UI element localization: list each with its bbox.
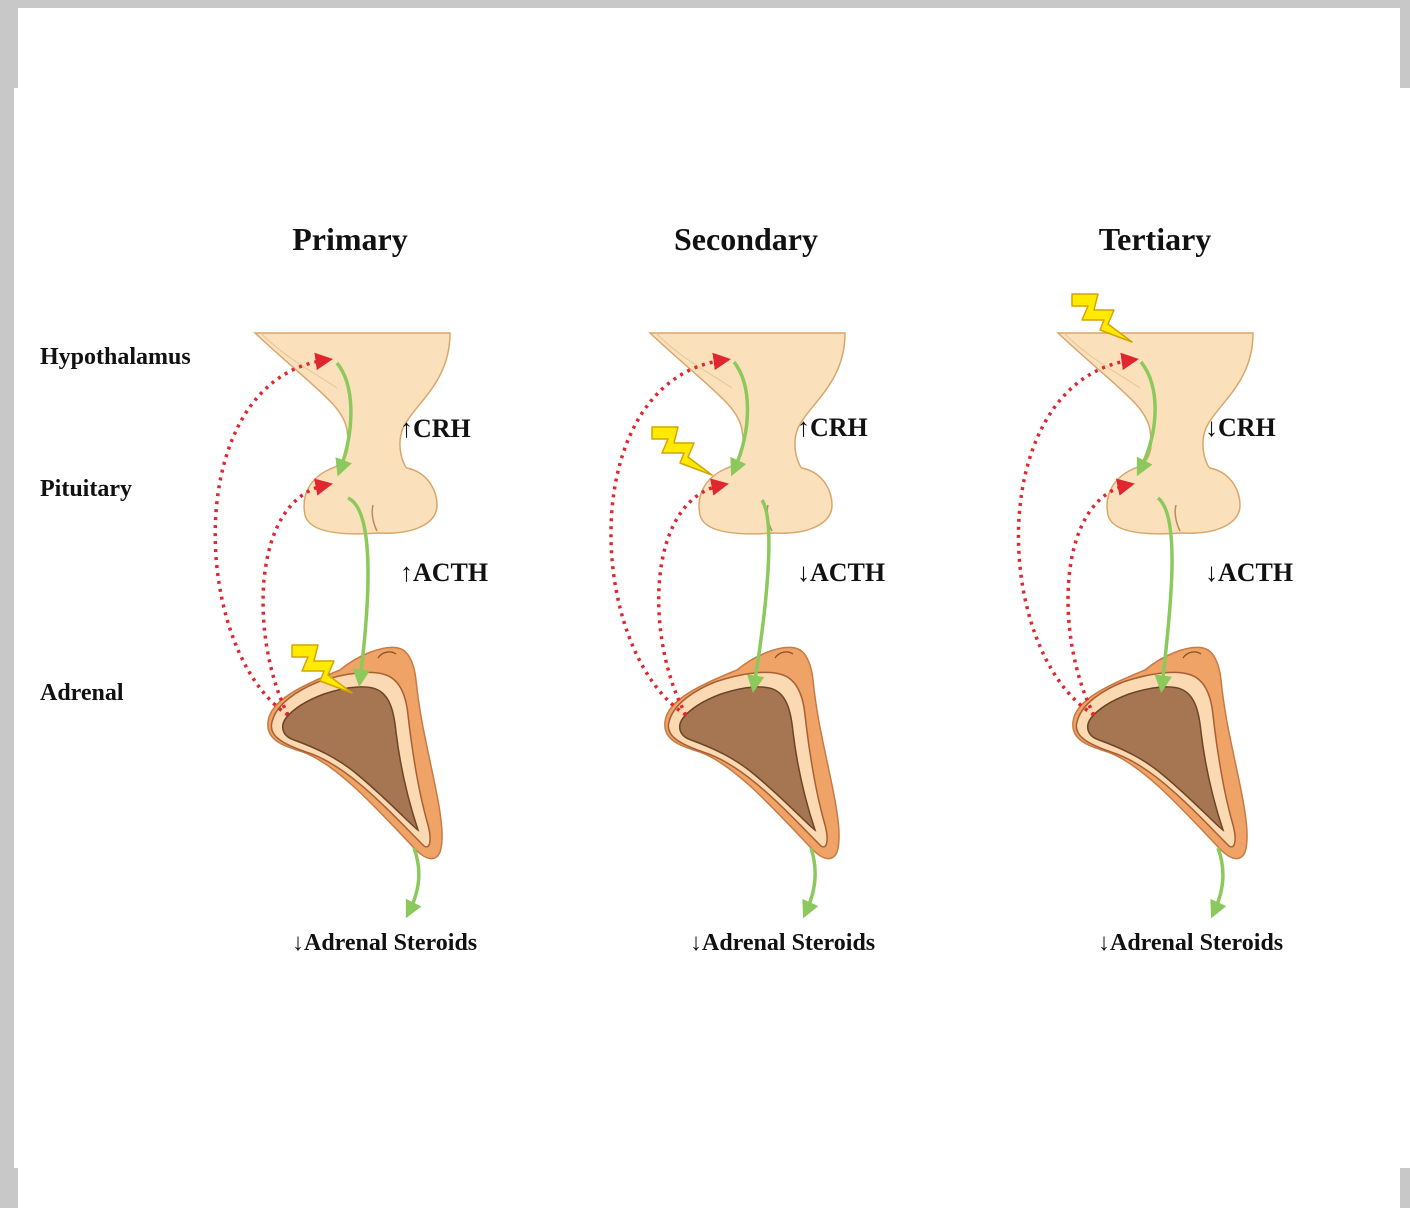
steroids-label: ↓Adrenal Steroids bbox=[292, 930, 477, 956]
column-primary: Primary ↑CRH ↑ACTH ↓Adrenal Steroids bbox=[215, 221, 488, 956]
crh-label: ↑CRH bbox=[797, 413, 868, 442]
row-label-hypothalamus: Hypothalamus bbox=[40, 344, 191, 370]
row-label-pituitary: Pituitary bbox=[40, 476, 132, 502]
adrenal-gland bbox=[665, 647, 839, 858]
column-title-tertiary: Tertiary bbox=[1099, 221, 1212, 257]
column-title-secondary: Secondary bbox=[674, 221, 818, 257]
steroids-arrow bbox=[1214, 848, 1223, 912]
acth-label: ↓ACTH bbox=[1205, 558, 1293, 587]
lightning-bolt-icon bbox=[652, 427, 712, 475]
acth-label: ↑ACTH bbox=[400, 558, 488, 587]
steroids-arrow bbox=[806, 848, 815, 912]
adrenal-gland bbox=[1073, 647, 1247, 858]
crh-label: ↓CRH bbox=[1205, 413, 1276, 442]
crh-label: ↑CRH bbox=[400, 414, 471, 443]
acth-label: ↓ACTH bbox=[797, 558, 885, 587]
steroids-label: ↓Adrenal Steroids bbox=[690, 930, 875, 956]
column-secondary: Secondary ↑CRH ↓ACTH ↓Adrenal Steroids bbox=[611, 221, 885, 956]
adrenal-gland bbox=[268, 647, 442, 858]
row-label-adrenal: Adrenal bbox=[40, 680, 124, 706]
column-tertiary: Tertiary ↓CRH ↓ACTH ↓Adrenal Steroids bbox=[1018, 221, 1293, 956]
column-title-primary: Primary bbox=[292, 221, 408, 257]
steroids-arrow bbox=[409, 848, 419, 912]
steroids-label: ↓Adrenal Steroids bbox=[1098, 930, 1283, 956]
